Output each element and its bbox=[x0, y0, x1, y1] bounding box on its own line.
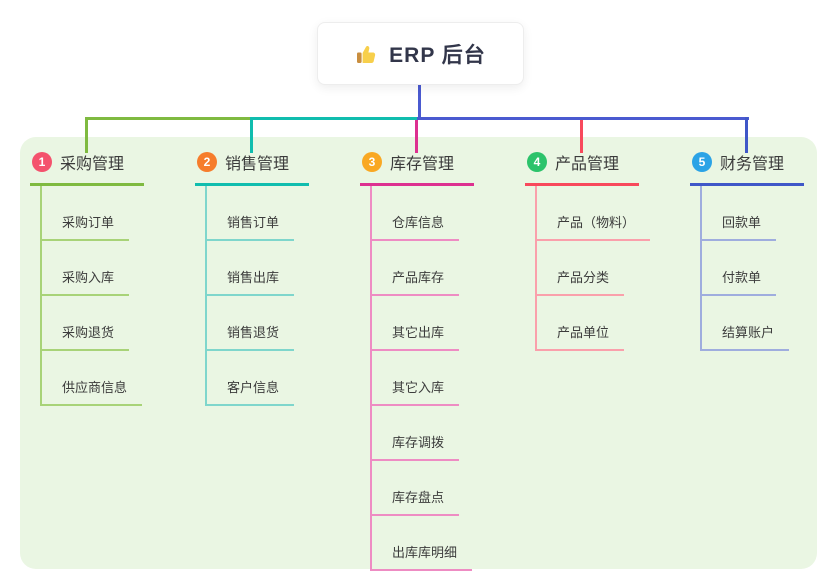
branch-purchase: 1 采购管理 采购订单 采购入库 采购退货 供应商信息 bbox=[30, 150, 144, 406]
leaf-sales-outbound[interactable]: 销售出库 bbox=[207, 241, 295, 296]
branch-title-purchase: 采购管理 bbox=[60, 156, 125, 173]
leaf-other-outbound[interactable]: 其它出库 bbox=[372, 296, 460, 351]
leaf-node: 库存调拨 bbox=[372, 406, 474, 461]
leaf-receipt-bill[interactable]: 回款单 bbox=[702, 186, 777, 241]
leaf-settlement-account[interactable]: 结算账户 bbox=[702, 296, 790, 351]
connector-drop-sales bbox=[250, 117, 253, 153]
root-node[interactable]: ERP 后台 bbox=[317, 22, 524, 85]
branch-title-product: 产品管理 bbox=[555, 156, 620, 173]
connector-drop-inventory bbox=[415, 120, 418, 153]
leaf-sales-order[interactable]: 销售订单 bbox=[207, 186, 295, 241]
branch-finance: 5 财务管理 回款单 付款单 结算账户 bbox=[690, 150, 804, 351]
branch-product: 4 产品管理 产品（物料） 产品分类 产品单位 bbox=[525, 150, 651, 351]
leaf-stock-taking[interactable]: 库存盘点 bbox=[372, 461, 460, 516]
thumbs-up-icon bbox=[355, 42, 379, 66]
branch-title-inventory: 库存管理 bbox=[390, 156, 455, 173]
branch-children-finance: 回款单 付款单 结算账户 bbox=[700, 186, 804, 351]
root-title: ERP 后台 bbox=[389, 43, 486, 67]
leaf-product-material[interactable]: 产品（物料） bbox=[537, 186, 651, 241]
leaf-node: 采购入库 bbox=[42, 241, 144, 296]
leaf-warehouse-info[interactable]: 仓库信息 bbox=[372, 186, 460, 241]
connector-bus-teal bbox=[251, 117, 420, 120]
leaf-supplier-info[interactable]: 供应商信息 bbox=[42, 351, 143, 406]
leaf-product-category[interactable]: 产品分类 bbox=[537, 241, 625, 296]
connector-root-drop bbox=[418, 83, 421, 119]
leaf-node: 产品单位 bbox=[537, 296, 650, 351]
badge-3-icon: 3 bbox=[362, 152, 382, 172]
branch-children-sales: 销售订单 销售出库 销售退货 客户信息 bbox=[205, 186, 309, 406]
leaf-node: 销售退货 bbox=[207, 296, 309, 351]
branch-node-product[interactable]: 4 产品管理 bbox=[525, 150, 639, 186]
leaf-node: 产品分类 bbox=[537, 241, 650, 296]
leaf-node: 回款单 bbox=[702, 186, 804, 241]
leaf-node: 供应商信息 bbox=[42, 351, 144, 406]
leaf-stock-transfer[interactable]: 库存调拨 bbox=[372, 406, 460, 461]
leaf-sales-return[interactable]: 销售退货 bbox=[207, 296, 295, 351]
connector-drop-purchase bbox=[85, 117, 88, 153]
branch-sales: 2 销售管理 销售订单 销售出库 销售退货 客户信息 bbox=[195, 150, 309, 406]
branch-children-product: 产品（物料） 产品分类 产品单位 bbox=[535, 186, 651, 351]
leaf-customer-info[interactable]: 客户信息 bbox=[207, 351, 295, 406]
leaf-node: 销售订单 bbox=[207, 186, 309, 241]
leaf-product-stock[interactable]: 产品库存 bbox=[372, 241, 460, 296]
connector-drop-product bbox=[580, 120, 583, 153]
leaf-inout-detail[interactable]: 出库库明细 bbox=[372, 516, 473, 571]
branch-node-purchase[interactable]: 1 采购管理 bbox=[30, 150, 144, 186]
leaf-purchase-inbound[interactable]: 采购入库 bbox=[42, 241, 130, 296]
connector-bus-blue bbox=[417, 117, 749, 120]
leaf-node: 产品库存 bbox=[372, 241, 474, 296]
badge-5-icon: 5 bbox=[692, 152, 712, 172]
branches-panel bbox=[20, 137, 817, 569]
branch-title-sales: 销售管理 bbox=[225, 156, 290, 173]
leaf-node: 销售出库 bbox=[207, 241, 309, 296]
branch-title-finance: 财务管理 bbox=[720, 156, 785, 173]
branch-node-inventory[interactable]: 3 库存管理 bbox=[360, 150, 474, 186]
branch-inventory: 3 库存管理 仓库信息 产品库存 其它出库 其它入库 库存调拨 库存盘点 出库库… bbox=[360, 150, 474, 571]
leaf-node: 付款单 bbox=[702, 241, 804, 296]
leaf-purchase-return[interactable]: 采购退货 bbox=[42, 296, 130, 351]
leaf-node: 其它入库 bbox=[372, 351, 474, 406]
branch-children-purchase: 采购订单 采购入库 采购退货 供应商信息 bbox=[40, 186, 144, 406]
branch-node-sales[interactable]: 2 销售管理 bbox=[195, 150, 309, 186]
leaf-node: 采购退货 bbox=[42, 296, 144, 351]
branch-node-finance[interactable]: 5 财务管理 bbox=[690, 150, 804, 186]
leaf-node: 结算账户 bbox=[702, 296, 804, 351]
badge-1-icon: 1 bbox=[32, 152, 52, 172]
badge-4-icon: 4 bbox=[527, 152, 547, 172]
leaf-product-unit[interactable]: 产品单位 bbox=[537, 296, 625, 351]
connector-drop-finance bbox=[745, 117, 748, 153]
connector-bus-green bbox=[86, 117, 253, 120]
leaf-node: 产品（物料） bbox=[537, 186, 651, 241]
leaf-node: 采购订单 bbox=[42, 186, 144, 241]
leaf-node: 其它出库 bbox=[372, 296, 474, 351]
leaf-node: 仓库信息 bbox=[372, 186, 474, 241]
leaf-node: 库存盘点 bbox=[372, 461, 474, 516]
badge-2-icon: 2 bbox=[197, 152, 217, 172]
leaf-node: 客户信息 bbox=[207, 351, 309, 406]
leaf-purchase-order[interactable]: 采购订单 bbox=[42, 186, 130, 241]
leaf-other-inbound[interactable]: 其它入库 bbox=[372, 351, 460, 406]
leaf-payment-bill[interactable]: 付款单 bbox=[702, 241, 777, 296]
leaf-node: 出库库明细 bbox=[372, 516, 474, 571]
branch-children-inventory: 仓库信息 产品库存 其它出库 其它入库 库存调拨 库存盘点 出库库明细 bbox=[370, 186, 474, 571]
